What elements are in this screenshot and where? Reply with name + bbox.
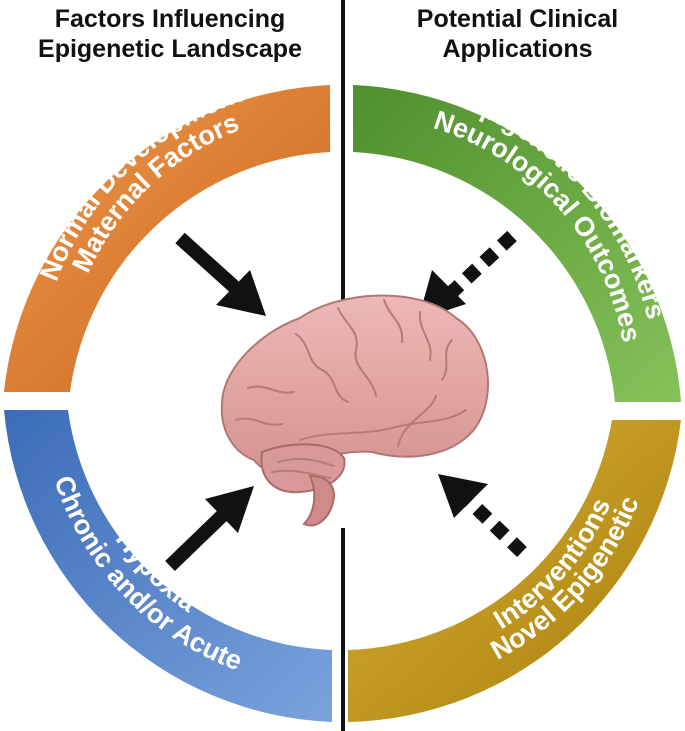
factors-heading-line-1: Factors Influencing [54,5,286,33]
quadrant-arc-top-left [4,85,330,392]
applications-heading: Potential Clinical Applications [350,4,685,64]
arrow-dashed-bottom-right [438,474,527,558]
quadrant-arc-bottom-right [348,420,681,722]
applications-heading-line-1: Potential Clinical [416,5,619,33]
arrow-solid-bottom-left [165,486,254,572]
arrow-solid-top-left [175,232,266,316]
quadrant-arc-bottom-left [4,410,332,722]
quadrant-arc-top-right [353,85,681,402]
factors-heading-line-2: Epigenetic Landscape [38,35,302,63]
factors-heading: Factors Influencing Epigenetic Landscape [0,4,340,64]
brain-icon [220,294,489,527]
applications-heading-line-2: Applications [442,35,593,63]
